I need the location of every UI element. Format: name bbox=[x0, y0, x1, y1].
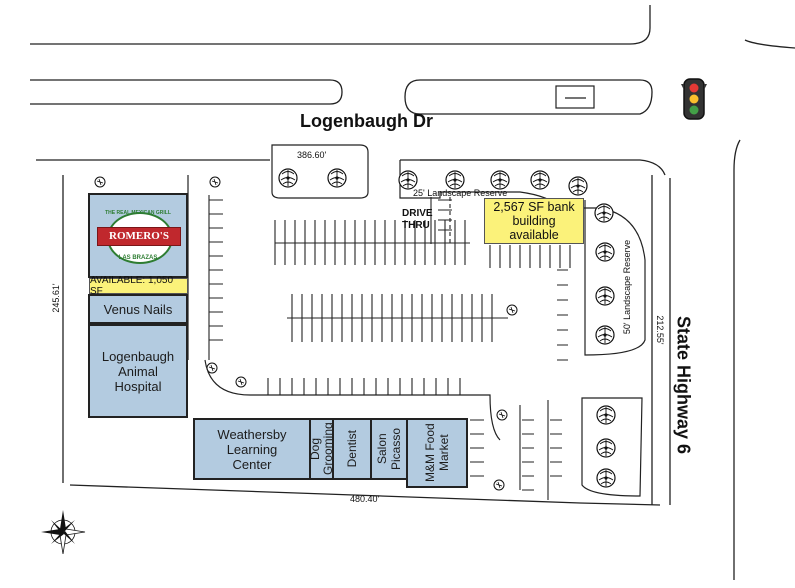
unit-dog-grooming[interactable]: Dog Grooming bbox=[307, 418, 335, 480]
salon-label: Salon Picasso bbox=[375, 427, 403, 471]
street-label-north: Logenbaugh Dr bbox=[300, 111, 433, 131]
romeros-logo: THE REAL MEXICAN GRILL ROMERO'S LAS BRAZ… bbox=[93, 206, 183, 266]
bank-building-label: 2,567 SF bank building available bbox=[493, 200, 575, 242]
available-unit-badge[interactable]: AVAILABLE: 1,050 SF bbox=[89, 275, 188, 297]
dimension-south: 480.40' bbox=[350, 494, 380, 504]
unit-food-market[interactable]: M&M Food Market bbox=[406, 418, 468, 488]
street-label-east: State Highway 6 bbox=[673, 315, 694, 455]
traffic-light-icon bbox=[681, 78, 707, 120]
romeros-logo-bottom-text: LAS BRAZAS bbox=[118, 254, 158, 261]
food-market-label: M&M Food Market bbox=[423, 423, 451, 483]
dog-grooming-label: Dog Grooming bbox=[307, 422, 335, 476]
unit-salon[interactable]: Salon Picasso bbox=[370, 418, 408, 480]
animal-hospital-label: Logenbaugh Animal Hospital bbox=[101, 348, 175, 394]
dentist-label: Dentist bbox=[344, 430, 359, 468]
drive-thru-label: DRIVE THRU bbox=[402, 208, 433, 231]
unit-weathersby[interactable]: Weathersby Learning Center bbox=[193, 418, 311, 480]
landscape-reserve-north: 25' Landscape Reserve bbox=[413, 188, 508, 198]
weathersby-label: Weathersby Learning Center bbox=[217, 426, 287, 472]
bank-building-available[interactable]: 2,567 SF bank building available bbox=[484, 198, 584, 244]
unit-animal-hospital[interactable]: Logenbaugh Animal Hospital bbox=[88, 324, 188, 418]
available-unit-label: AVAILABLE: 1,050 SF bbox=[90, 275, 174, 297]
dimension-north: 386.60' bbox=[297, 150, 327, 160]
north-landscape-islands bbox=[271, 144, 646, 356]
drive-thru-lane bbox=[430, 197, 452, 244]
property-boundary bbox=[62, 175, 671, 506]
dimension-west: 245.61' bbox=[51, 283, 61, 313]
romeros-logo-name: ROMERO'S bbox=[97, 226, 181, 246]
landscape-reserve-east: 50' Landscape Reserve bbox=[622, 239, 632, 335]
parking-stalls bbox=[208, 195, 571, 500]
logenbaugh-drive-road bbox=[30, 5, 795, 580]
dimension-east: 212.55' bbox=[655, 315, 665, 345]
compass-rose-icon bbox=[41, 510, 86, 555]
unit-venus-nails[interactable]: Venus Nails bbox=[88, 294, 188, 324]
road-median-sign bbox=[555, 85, 595, 109]
unit-romeros[interactable]: THE REAL MEXICAN GRILL ROMERO'S LAS BRAZ… bbox=[88, 193, 188, 278]
unit-dentist[interactable]: Dentist bbox=[332, 418, 372, 480]
venus-nails-label: Venus Nails bbox=[103, 301, 173, 317]
